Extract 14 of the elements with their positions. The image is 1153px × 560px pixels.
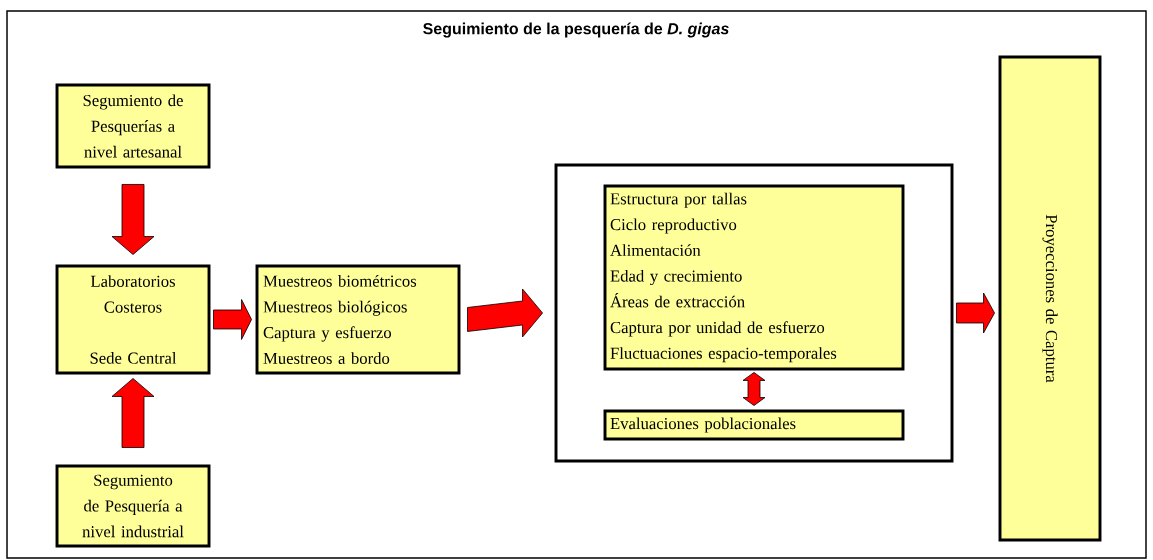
block-arrow: [111, 184, 155, 255]
block-arrow: [111, 378, 155, 448]
diagram-title: Seguimiento de la pesquería de D. gigas: [423, 22, 729, 38]
process-box: Evaluaciones poblacionales: [603, 409, 905, 441]
output-box: Proyecciones de Captura: [998, 55, 1102, 542]
block-arrow: [467, 288, 543, 338]
process-box: Muestreos biométricos Muestreos biológicos Captura y esfuerzo Muestreos a bordo: [255, 264, 461, 375]
block-arrow: [742, 372, 766, 406]
process-box: Segumiento de Pesquería a nivel industrial: [55, 464, 211, 548]
block-arrow: [213, 299, 252, 340]
block-arrow: [956, 292, 995, 334]
process-box: Laboratorios Costeros Sede Central: [55, 264, 211, 375]
process-box: Estructura por tallas Ciclo reproductivo Alimentación Edad y crecimiento Áreas de extracción Captura por unidad de esfuerzo Fluctuaciones espacio-temporales: [603, 184, 905, 371]
process-box: Segumiento de Pesquerías a nivel artesanal: [55, 83, 211, 169]
